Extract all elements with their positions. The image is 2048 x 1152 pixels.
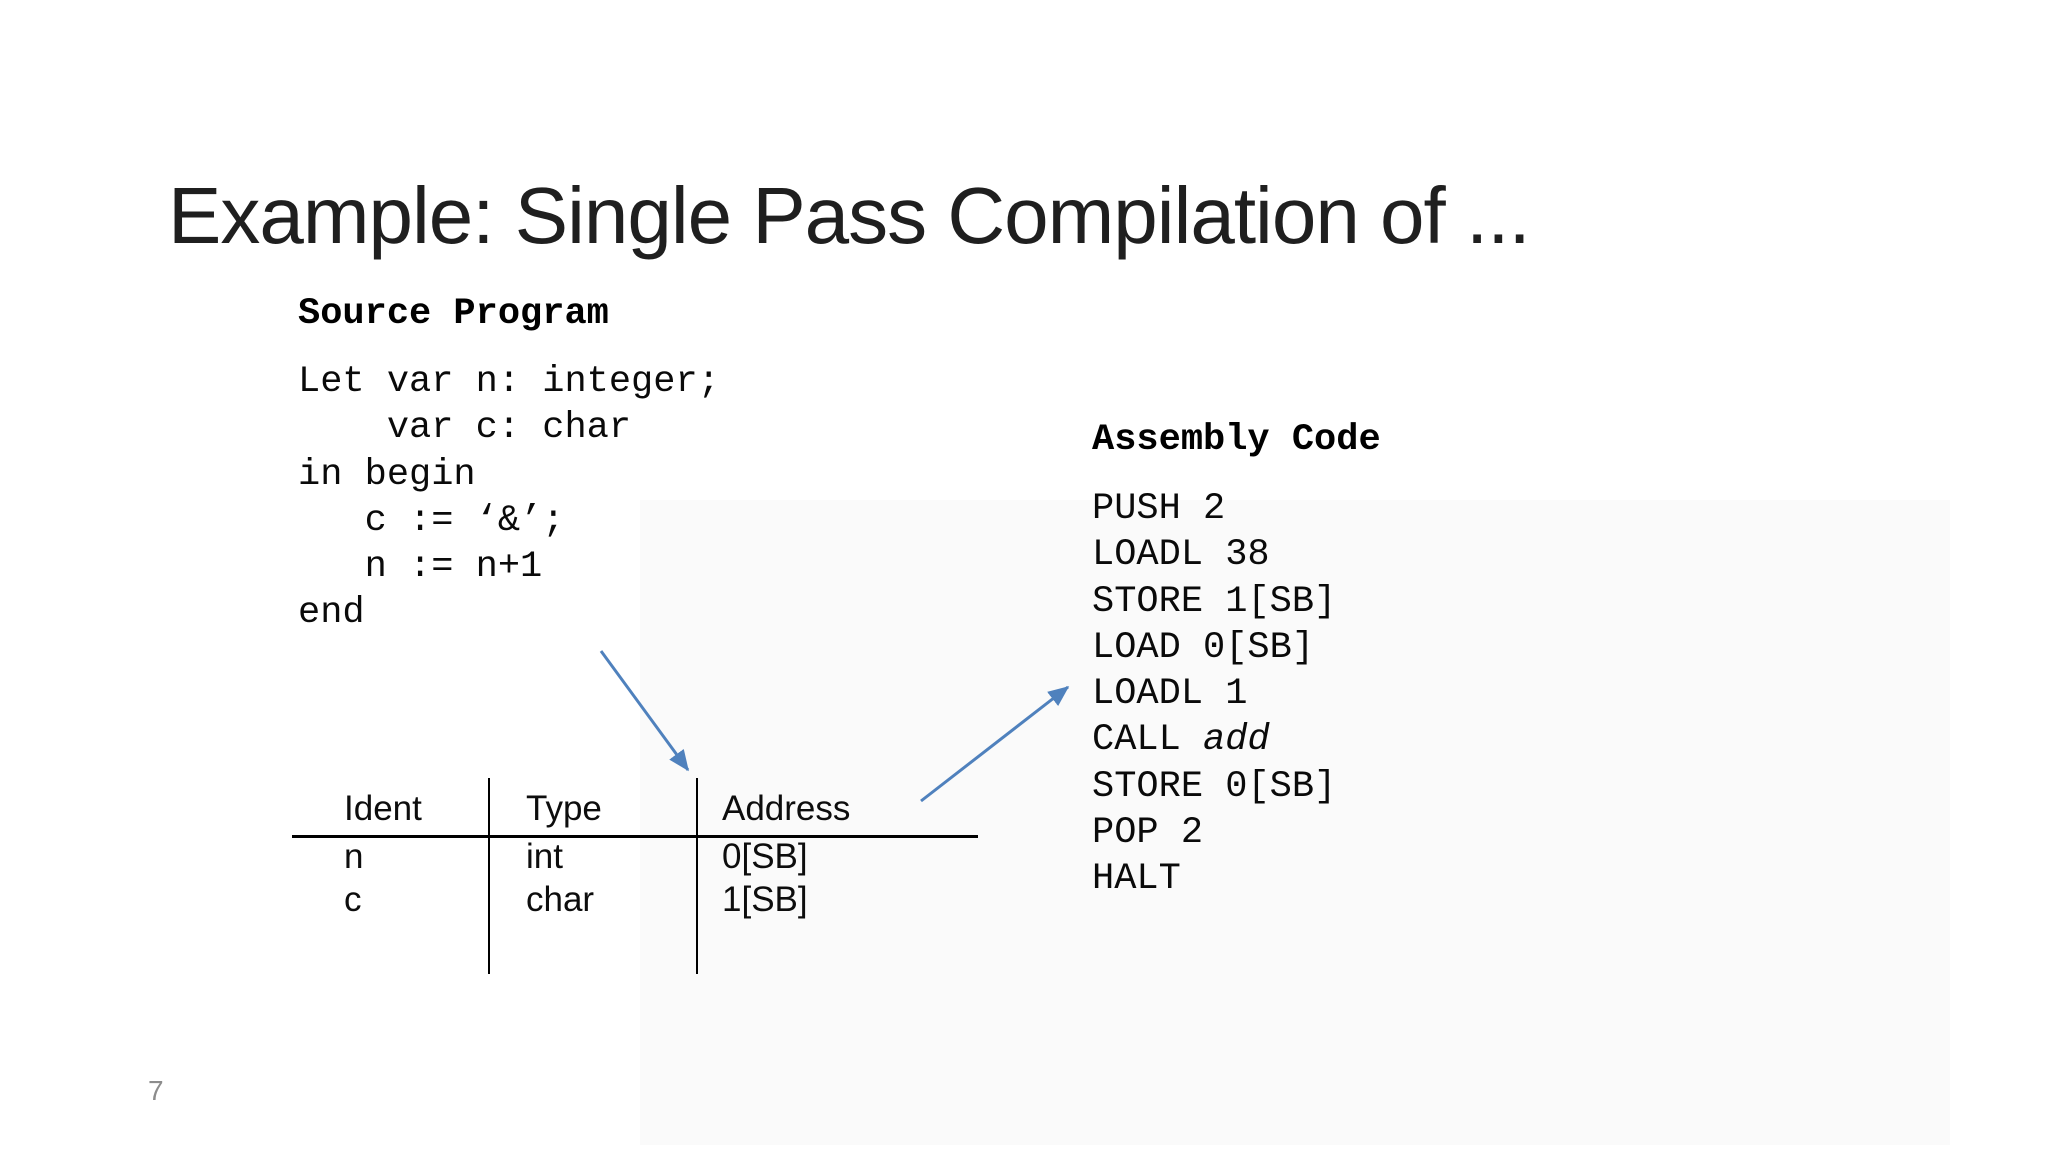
assembly-line: CALL add [1092, 719, 1270, 762]
table-cell: 1[SB] [722, 880, 808, 919]
table-cell: char [526, 880, 595, 919]
assembly-line: STORE 1[SB] [1092, 580, 1337, 623]
page-number: 7 [148, 1075, 164, 1106]
source-code-line: Let var n: integer; [298, 361, 720, 403]
table-cell: 0[SB] [722, 837, 808, 876]
table-cell: n [344, 837, 364, 876]
table-header-rule [292, 835, 978, 838]
table-column-divider-1 [488, 778, 490, 974]
assembly-line: POP 2 [1092, 812, 1204, 855]
table-column-divider-2 [696, 778, 698, 974]
source-code-line: in begin [298, 453, 476, 496]
table-column-header: Ident [344, 789, 422, 828]
assembly-operand-italic: add [1203, 719, 1270, 762]
assembly-line: HALT [1092, 858, 1181, 901]
assembly-code-heading: Assembly Code [1092, 419, 1381, 461]
assembly-line: PUSH 2 [1092, 488, 1226, 530]
table-column-header: Address [722, 789, 851, 828]
background-shading [640, 500, 1950, 1145]
assembly-line: STORE 0[SB] [1092, 765, 1337, 808]
source-code-line: var c: char [298, 407, 632, 450]
slide-title: Example: Single Pass Compilation of ... [168, 170, 1531, 260]
table-cell: int [526, 837, 563, 876]
assembly-line: LOAD 0[SB] [1092, 626, 1315, 669]
table-column-header: Type [526, 789, 602, 828]
source-code-line: end [298, 592, 365, 635]
assembly-line: LOADL 1 [1092, 673, 1248, 716]
source-code-line: c := ‘&’; [298, 499, 565, 542]
assembly-line: LOADL 38 [1092, 534, 1270, 577]
symbol-table: Ident Type Address n int 0[SB] c char 1[SB] [292, 778, 978, 974]
table-cell: c [344, 880, 362, 919]
source-program-heading: Source Program [298, 293, 609, 335]
source-code-line: n := n+1 [298, 546, 543, 589]
